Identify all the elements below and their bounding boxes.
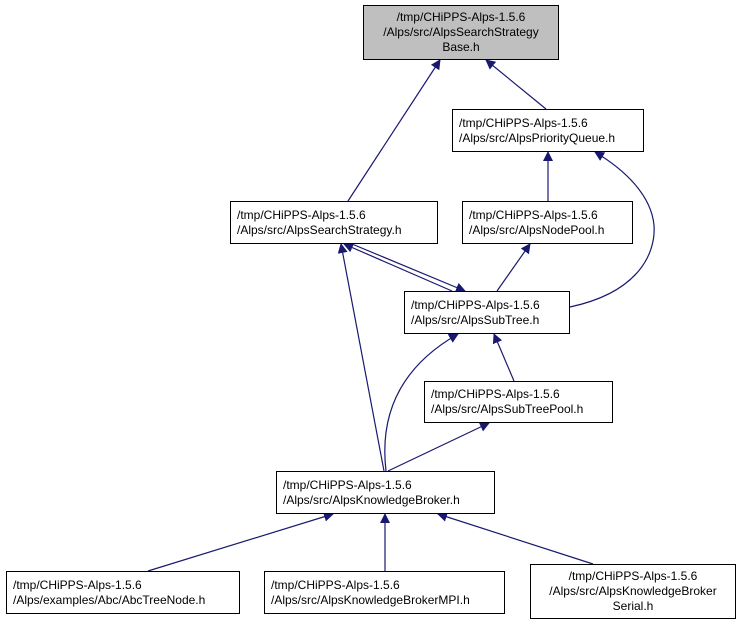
node-label-line-1: /tmp/CHiPPS-Alps-1.5.6: [431, 387, 560, 401]
node-label-line-3: Serial.h: [612, 599, 654, 613]
node-alps-search-strategy-base: /tmp/CHiPPS-Alps-1.5.6 /Alps/src/AlpsSea…: [363, 5, 559, 60]
node-label-line-2: /Alps/src/AlpsKnowledgeBroker: [549, 584, 717, 598]
node-label-line-2: /Alps/src/AlpsSubTree.h: [411, 312, 540, 327]
edge-knowledge-broker-to-sub-tree-pool: [387, 422, 490, 472]
edge-search-strategy-to-search-strategy-base: [347, 59, 441, 202]
node-label-line-1: /tmp/CHiPPS-Alps-1.5.6: [469, 207, 598, 222]
node-label-line-1: /tmp/CHiPPS-Alps-1.5.6: [568, 569, 698, 583]
edge-knowledge-broker-serial-to-knowledge-broker: [437, 512, 594, 565]
node-label-line-1: /tmp/CHiPPS-Alps-1.5.6: [396, 10, 526, 24]
edge-priority-queue-to-search-strategy-base: [485, 59, 547, 110]
node-alps-sub-tree-pool[interactable]: /tmp/CHiPPS-Alps-1.5.6 /Alps/src/AlpsSub…: [424, 381, 613, 423]
edge-sub-tree-pool-to-sub-tree: [492, 333, 515, 382]
node-abc-tree-node[interactable]: /tmp/CHiPPS-Alps-1.5.6 /Alps/examples/Ab…: [6, 571, 240, 614]
node-label-line-1: /tmp/CHiPPS-Alps-1.5.6: [271, 577, 400, 592]
node-alps-search-strategy[interactable]: /tmp/CHiPPS-Alps-1.5.6 /Alps/src/AlpsSea…: [230, 201, 438, 244]
node-label-line-2: /Alps/src/AlpsSearchStrategy: [383, 25, 539, 39]
edge-sub-tree-to-node-pool: [496, 243, 531, 292]
node-label-line-2: /Alps/src/AlpsKnowledgeBrokerMPI.h: [271, 592, 470, 607]
node-label-line-2: /Alps/src/AlpsSearchStrategy.h: [237, 222, 402, 237]
node-label-line-2: /Alps/src/AlpsNodePool.h: [469, 222, 605, 237]
node-label-line-1: /tmp/CHiPPS-Alps-1.5.6: [13, 577, 142, 592]
node-label-line-2: /Alps/examples/Abc/AbcTreeNode.h: [13, 592, 206, 607]
edge-sub-tree-to-search-strategy: [343, 243, 453, 292]
node-alps-knowledge-broker[interactable]: /tmp/CHiPPS-Alps-1.5.6 /Alps/src/AlpsKno…: [276, 471, 495, 514]
node-alps-node-pool[interactable]: /tmp/CHiPPS-Alps-1.5.6 /Alps/src/AlpsNod…: [462, 201, 633, 244]
node-label-line-2: /Alps/src/AlpsPriorityQueue.h: [459, 130, 616, 145]
node-label-line-1: /tmp/CHiPPS-Alps-1.5.6: [459, 115, 588, 130]
node-label-line-2: /Alps/src/AlpsSubTreePool.h: [431, 402, 584, 416]
node-label-line-1: /tmp/CHiPPS-Alps-1.5.6: [411, 297, 540, 312]
edge-sub-tree-to-priority-queue: [569, 151, 655, 308]
node-label-line-3: Base.h: [442, 40, 480, 54]
node-label-line-1: /tmp/CHiPPS-Alps-1.5.6: [283, 477, 412, 492]
edge-knowledge-broker-to-sub-tree: [384, 333, 459, 472]
node-label-line-1: /tmp/CHiPPS-Alps-1.5.6: [237, 207, 366, 222]
edge-abc-tree-node-to-knowledge-broker: [147, 511, 334, 572]
edge-knowledge-broker-to-search-strategy: [337, 243, 385, 472]
node-alps-priority-queue[interactable]: /tmp/CHiPPS-Alps-1.5.6 /Alps/src/AlpsPri…: [452, 109, 644, 152]
node-alps-knowledge-broker-mpi[interactable]: /tmp/CHiPPS-Alps-1.5.6 /Alps/src/AlpsKno…: [264, 571, 505, 614]
node-alps-knowledge-broker-serial[interactable]: /tmp/CHiPPS-Alps-1.5.6 /Alps/src/AlpsKno…: [530, 564, 736, 619]
node-label-line-2: /Alps/src/AlpsKnowledgeBroker.h: [283, 492, 460, 507]
node-alps-sub-tree[interactable]: /tmp/CHiPPS-Alps-1.5.6 /Alps/src/AlpsSub…: [404, 291, 570, 334]
edge-search-strategy-to-sub-tree: [351, 243, 466, 293]
